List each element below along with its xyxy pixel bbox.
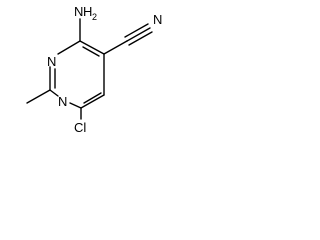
pyrimidine-structure: N H 2 N N N Cl [26,4,162,135]
bond-cn-triple-3 [128,31,153,46]
bond-c4-c5-inner [82,46,100,57]
amino-subscript-label: 2 [92,12,97,22]
bond-c6-c5-inner [83,92,102,104]
bond-c5-cn [103,40,128,55]
bond-c6-c5 [80,94,105,109]
amino-n-label: N [74,4,83,19]
ring-n-lower-label: N [58,94,67,109]
bond-c4-c5 [79,40,105,55]
bond-cn-triple-1 [126,27,151,42]
amino-h-label: H [83,4,92,19]
ring-n-upper-label: N [47,54,56,69]
chlorine-label: Cl [74,120,86,135]
bond-c2-n1 [49,89,59,97]
bond-n1-c6 [69,102,82,109]
bond-cn-triple-2 [124,23,149,38]
nitrile-n-label: N [153,12,162,27]
bond-c4-n3 [57,40,81,55]
structure-canvas: N H 2 N N N Cl [0,0,184,138]
bond-c2-methyl [26,89,51,104]
